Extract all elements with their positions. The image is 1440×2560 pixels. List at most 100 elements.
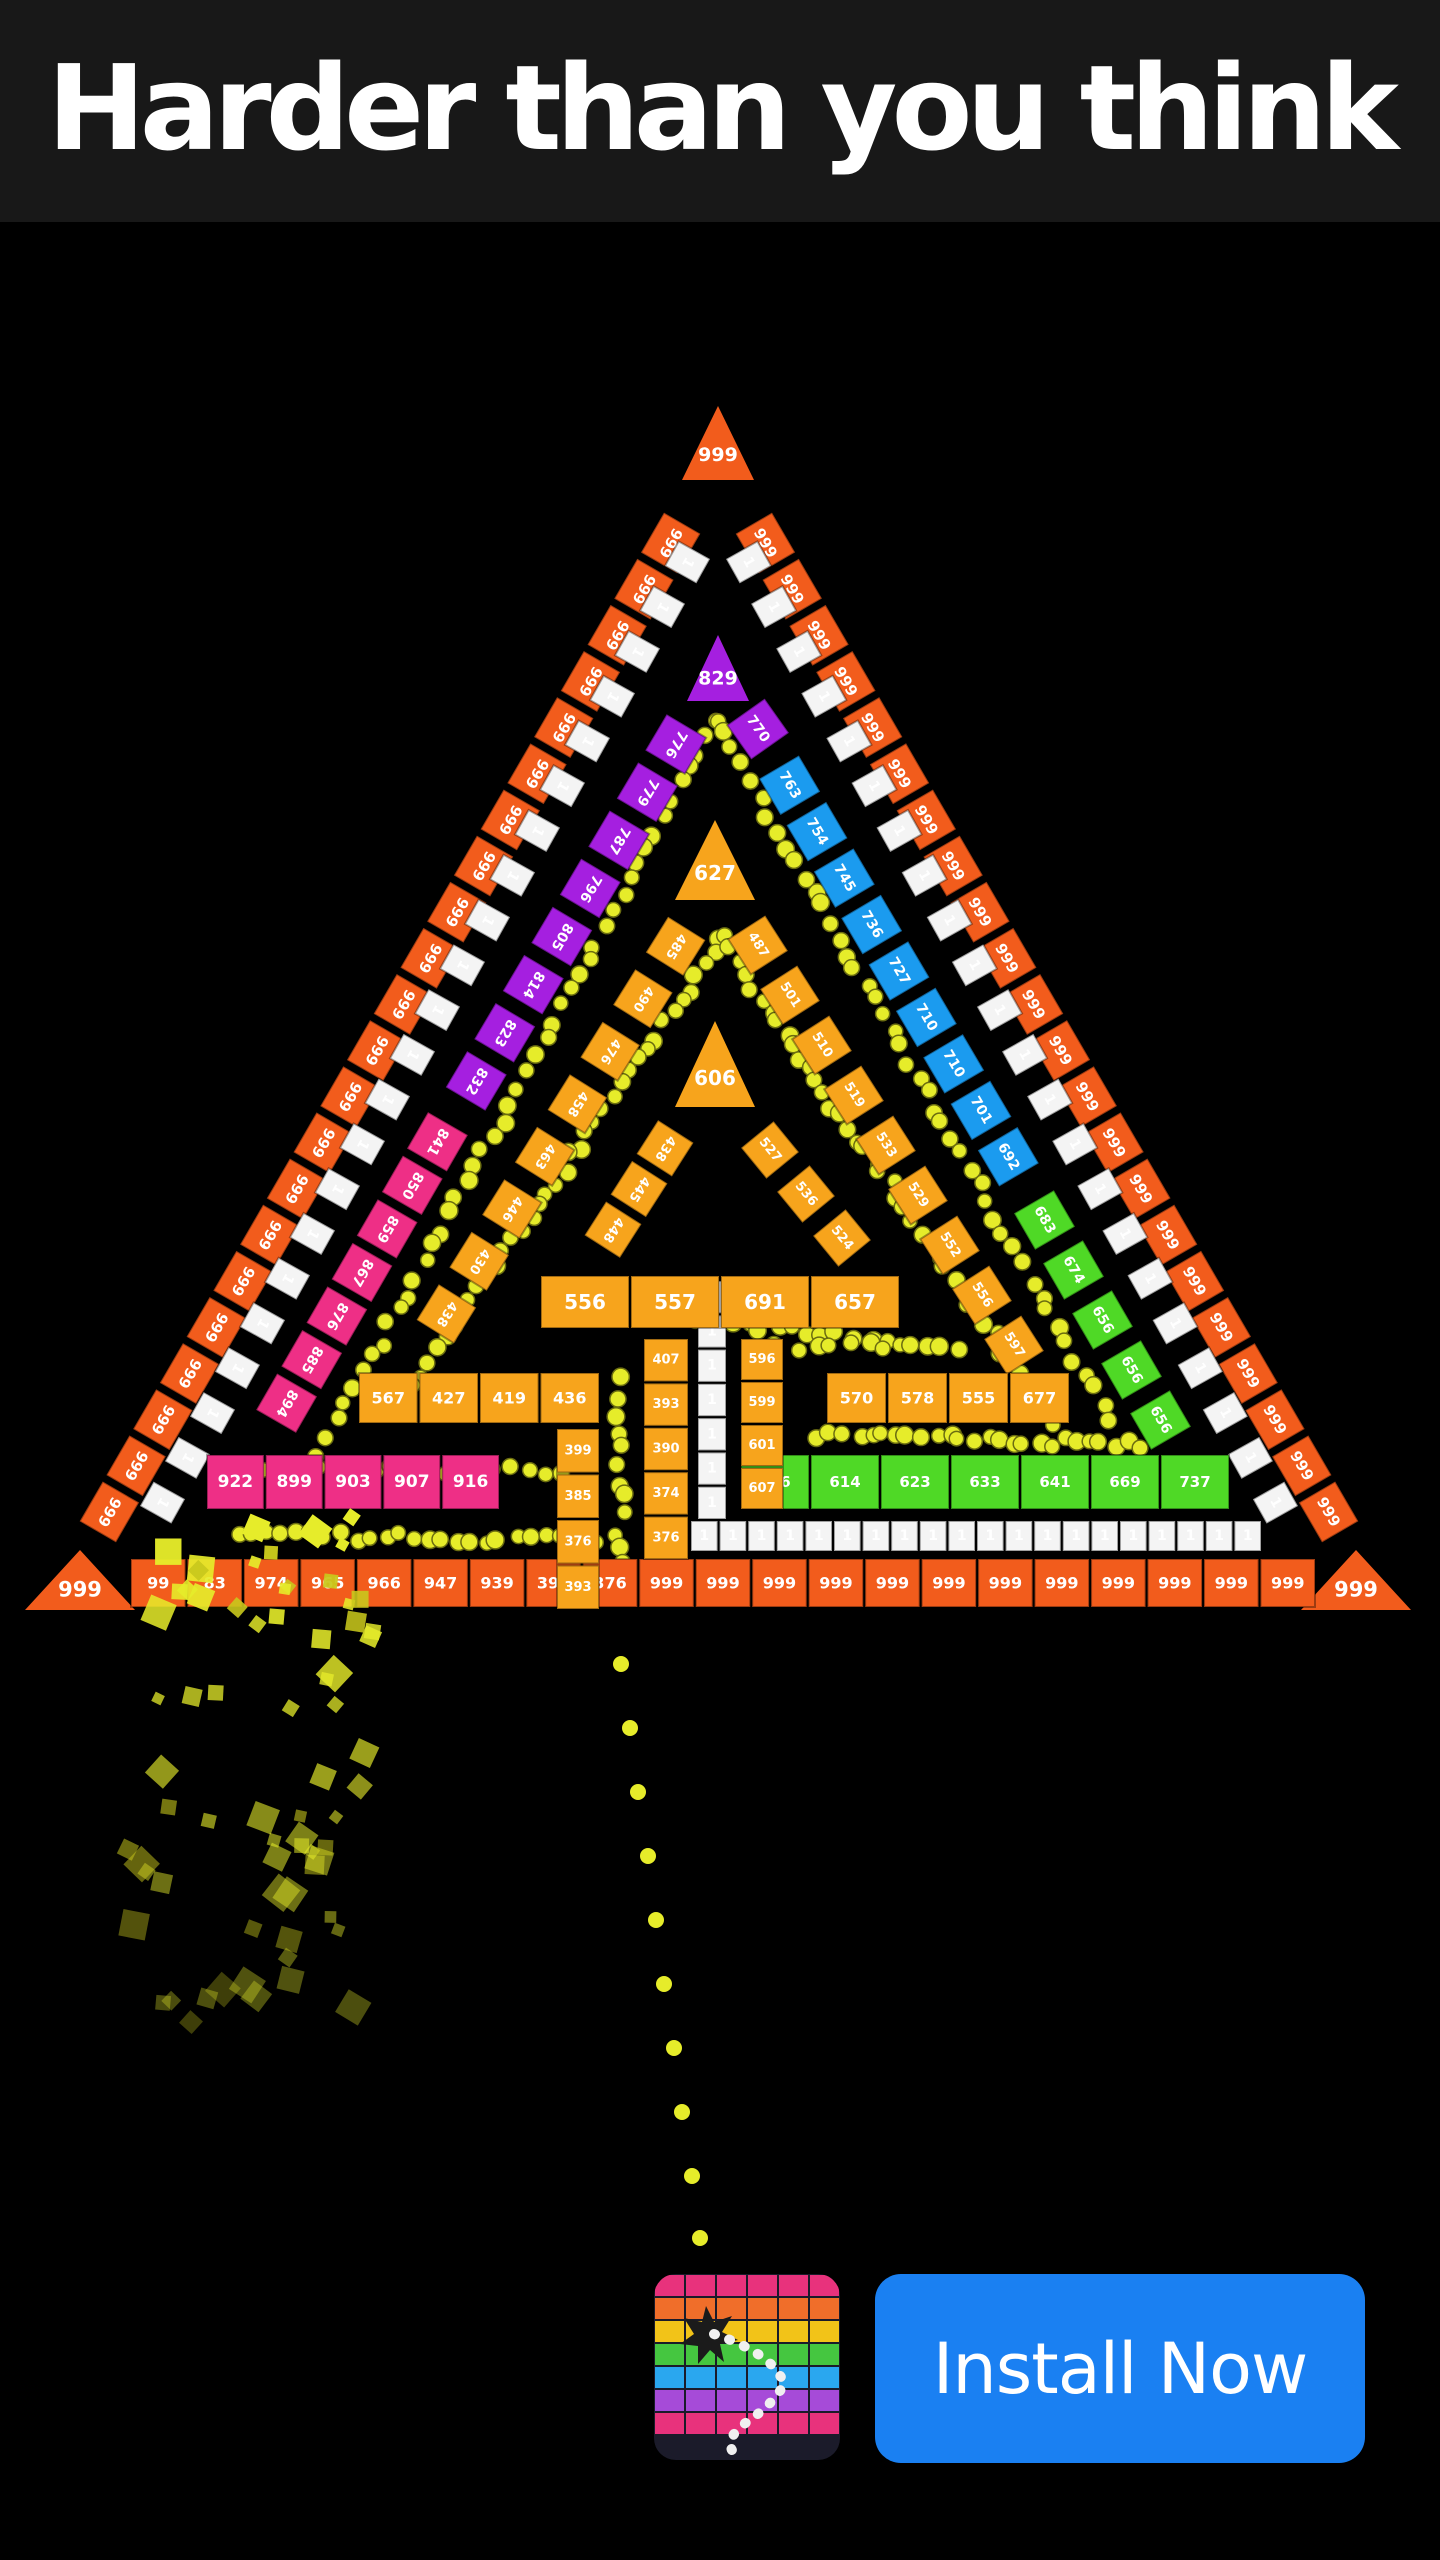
- amber-right-inner-block: 524: [811, 1207, 873, 1269]
- purple-apex-block: 829: [687, 635, 749, 701]
- install-now-button[interactable]: Install Now: [875, 2274, 1365, 2463]
- ball: [950, 1340, 969, 1359]
- pink-row-block: 907: [382, 1454, 442, 1510]
- debris-particle: [346, 1773, 373, 1800]
- amber-row-right-block-label: 570: [840, 1389, 873, 1408]
- white-left-block: 1: [338, 1122, 387, 1167]
- green-right-block: 674: [1041, 1238, 1106, 1302]
- amber-right-outer-block: 510: [790, 1014, 854, 1076]
- white-column-block-label: 1: [707, 1392, 717, 1408]
- pink-row-block-label: 922: [218, 1472, 254, 1492]
- bottom-row-block: 999: [751, 1558, 808, 1608]
- green-right-block: 656: [1128, 1388, 1193, 1452]
- ball: [330, 1409, 348, 1427]
- ball: [623, 869, 640, 886]
- pink-row-block: 916: [441, 1454, 501, 1510]
- pink-row-block: 899: [264, 1454, 324, 1510]
- pink-left-block: 841: [405, 1110, 470, 1173]
- bottom-row-block-label: 999: [932, 1574, 965, 1593]
- ball: [608, 1455, 626, 1474]
- bottom-row-block-label: 939: [480, 1574, 513, 1593]
- amber-right-outer-block: 556: [950, 1264, 1014, 1326]
- ball: [755, 808, 774, 827]
- icon-brick: [810, 2298, 839, 2319]
- white-left-block: 1: [313, 1166, 362, 1212]
- ball: [459, 1170, 479, 1191]
- white-left-block: 1: [288, 1211, 337, 1257]
- icon-brick: [779, 2298, 808, 2319]
- debris-particle: [319, 1671, 335, 1687]
- green-row-block-label: 737: [1179, 1473, 1210, 1491]
- ball: [1084, 1376, 1103, 1395]
- ball: [376, 1312, 395, 1331]
- icon-ball-trail: [709, 2329, 790, 2459]
- ball: [563, 979, 580, 996]
- ball: [741, 772, 760, 790]
- icon-brick: [779, 2436, 808, 2457]
- debris-particle: [123, 1845, 160, 1883]
- blue-right-block: 710: [921, 1032, 986, 1096]
- white-bottom-block-label: 1: [814, 1528, 824, 1544]
- white-left-block: 1: [663, 540, 712, 585]
- blue-right-block: 745: [812, 846, 877, 910]
- icon-brick: [779, 2344, 808, 2365]
- ball: [431, 1530, 450, 1549]
- amber-column-c-block-label: 385: [564, 1489, 591, 1504]
- ball: [740, 981, 758, 999]
- white-bottom-block-label: 1: [1186, 1528, 1196, 1544]
- ball: [1088, 1432, 1108, 1451]
- white-left-block: 1: [138, 1480, 187, 1525]
- white-bottom-block: 1: [1004, 1520, 1034, 1552]
- amber-column-c-block-label: 393: [564, 1580, 591, 1595]
- amber-row-left-block-label: 427: [432, 1389, 465, 1408]
- amber-left-inner-block: 448: [583, 1200, 643, 1260]
- ball: [1036, 1300, 1053, 1317]
- debris-particle: [324, 1911, 337, 1923]
- debris-particle: [181, 1685, 203, 1708]
- amber-left-outer-block: 476: [578, 1020, 642, 1083]
- white-bottom-block-label: 1: [842, 1528, 852, 1544]
- blue-right-block: 727: [867, 939, 931, 1003]
- ball: [951, 1142, 968, 1159]
- white-right-block: 1: [1075, 1166, 1124, 1212]
- outer-left-block: 999: [185, 1295, 248, 1360]
- bottom-row-block: 966: [355, 1558, 413, 1608]
- ball: [496, 1113, 516, 1133]
- outer-right-block: 999: [975, 926, 1038, 991]
- bottom-row-block: 999: [1259, 1558, 1317, 1608]
- debris-particle: [359, 1625, 383, 1649]
- amber-left-outer-block: 438: [415, 1282, 478, 1345]
- ball: [521, 1462, 539, 1479]
- debris-particle: [311, 1628, 332, 1650]
- game-board[interactable]: 9999999999999999999999999999999999999999…: [0, 222, 1440, 2252]
- amber-left-outer-block: 463: [513, 1125, 576, 1188]
- green-row-block-label: 669: [1109, 1473, 1140, 1491]
- white-column-block-label: 1: [707, 1323, 717, 1339]
- white-column-block-label: 1: [707, 1358, 717, 1374]
- amber-middle-row-block-label: 691: [744, 1290, 786, 1314]
- white-right-block: 1: [1000, 1032, 1049, 1078]
- ball: [989, 1430, 1009, 1450]
- amber-column-b-block-label: 607: [748, 1481, 775, 1496]
- ball: [929, 1336, 950, 1357]
- debris-particle: [240, 1980, 273, 2013]
- debris-particle: [176, 1579, 198, 1601]
- icon-brick: [655, 2275, 684, 2296]
- outer-left-block: 999: [292, 1111, 355, 1175]
- ball-layer: [231, 712, 1149, 1606]
- white-bottom-block-label: 1: [1214, 1528, 1224, 1544]
- ball: [874, 1340, 891, 1357]
- falling-ball: [684, 2168, 700, 2184]
- corner-right-block-label: 999: [1334, 1578, 1378, 1602]
- brick-breaker-app-icon[interactable]: [654, 2274, 840, 2460]
- bottom-row-block: 999: [1090, 1558, 1147, 1608]
- white-bottom-block-label: 1: [785, 1528, 795, 1544]
- white-bottom-block: 1: [1233, 1520, 1262, 1552]
- ball: [974, 1174, 992, 1192]
- debris-particle: [317, 1839, 334, 1856]
- white-column-block: 1: [697, 1382, 727, 1418]
- ball: [976, 1193, 993, 1209]
- ball: [607, 1088, 623, 1105]
- white-right-block: 1: [900, 853, 949, 899]
- falling-ball: [613, 1656, 629, 1672]
